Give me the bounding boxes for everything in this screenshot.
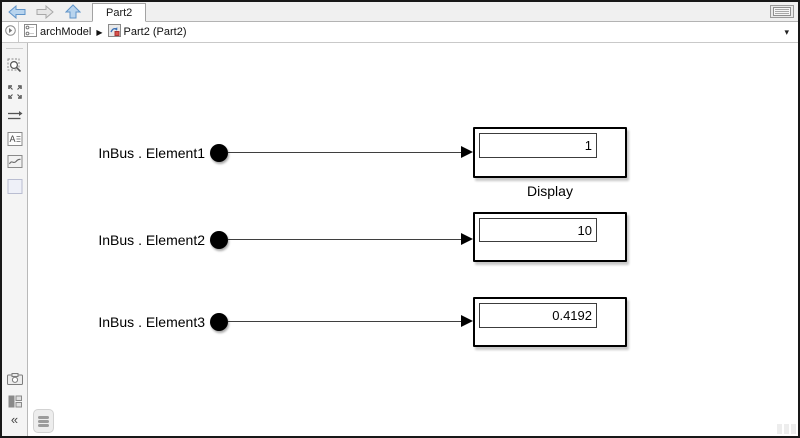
zoom-button[interactable] [7, 58, 23, 74]
resize-grip [777, 424, 796, 434]
display-block[interactable]: 10 [473, 212, 627, 262]
signal-arrowhead [461, 315, 473, 327]
breadcrumb-label: archModel [40, 26, 92, 38]
svg-text:A: A [9, 134, 15, 144]
fit-to-view-icon [7, 84, 23, 100]
tab-part2[interactable]: Part2 [92, 3, 147, 22]
image-icon [7, 155, 22, 168]
tab-label: Part2 [106, 6, 133, 19]
forward-button[interactable] [34, 2, 56, 21]
display-value: 0.4192 [479, 303, 597, 328]
model-data-badge[interactable] [33, 409, 54, 433]
route-lines-button[interactable] [7, 110, 23, 122]
signal-arrowhead [461, 233, 473, 245]
component-icon [107, 24, 121, 40]
breadcrumb: archModel ▶ Part2 (Part2) [19, 24, 186, 40]
display-value: 1 [479, 133, 597, 158]
breadcrumb-item-part2[interactable]: Part2 (Part2) [107, 24, 187, 40]
body-row: A « InBus . Element1 [2, 43, 798, 436]
signal-label[interactable]: InBus . Element3 [98, 314, 205, 330]
circle-arrow-icon [4, 23, 16, 41]
sidebar-divider [6, 48, 23, 49]
signal-line[interactable] [228, 239, 462, 240]
data-stack-icon [38, 415, 49, 427]
signal-label[interactable]: InBus . Element1 [98, 145, 205, 161]
tab-toolbar: Part2 [2, 2, 798, 22]
keyboard-shortcuts-button[interactable] [770, 5, 794, 18]
model-browser-button[interactable] [8, 395, 22, 408]
model-canvas[interactable]: InBus . Element1 1 Display InBus . Eleme… [28, 43, 798, 436]
screenshot-icon [6, 373, 23, 385]
model-icon [24, 24, 37, 40]
display-block[interactable]: 0.4192 [473, 297, 627, 347]
palette-sidebar: A « [2, 43, 28, 436]
collapse-sidebar-button[interactable]: « [11, 413, 18, 426]
fit-to-view-button[interactable] [7, 84, 23, 100]
screenshot-button[interactable] [6, 373, 23, 385]
signal-label[interactable]: InBus . Element2 [98, 232, 205, 248]
breadcrumb-bar: archModel ▶ Part2 (Part2) ▾ [2, 22, 798, 43]
viewport-icon [7, 179, 22, 194]
annotation-icon: A [7, 132, 22, 146]
image-button[interactable] [7, 155, 22, 168]
chevron-down-icon: ▾ [784, 26, 789, 37]
keyboard-icon [773, 3, 791, 21]
zoom-icon [7, 58, 23, 74]
up-button[interactable] [62, 2, 84, 21]
forward-icon [36, 4, 54, 19]
back-button[interactable] [6, 2, 28, 21]
signal-port-dot[interactable] [210, 231, 228, 249]
back-icon [8, 4, 26, 19]
signal-line[interactable] [228, 321, 462, 322]
display-block-label[interactable]: Display [527, 183, 573, 199]
annotation-button[interactable]: A [7, 132, 22, 146]
signal-port-dot[interactable] [210, 313, 228, 331]
breadcrumb-label: Part2 (Part2) [123, 26, 187, 38]
up-icon [65, 4, 81, 19]
signal-port-dot[interactable] [210, 144, 228, 162]
collapse-icon: « [10, 412, 19, 427]
signal-line[interactable] [228, 152, 462, 153]
display-value: 10 [479, 218, 597, 242]
breadcrumb-separator: ▶ [96, 27, 103, 37]
viewport-button[interactable] [7, 179, 22, 194]
explorer-toggle-button[interactable] [2, 22, 19, 42]
breadcrumb-dropdown-button[interactable]: ▾ [784, 27, 798, 38]
signal-arrowhead [461, 146, 473, 158]
display-block[interactable]: 1 [473, 127, 627, 178]
breadcrumb-item-archmodel[interactable]: archModel [24, 24, 91, 40]
model-browser-icon [8, 395, 22, 408]
route-lines-icon [7, 110, 23, 122]
